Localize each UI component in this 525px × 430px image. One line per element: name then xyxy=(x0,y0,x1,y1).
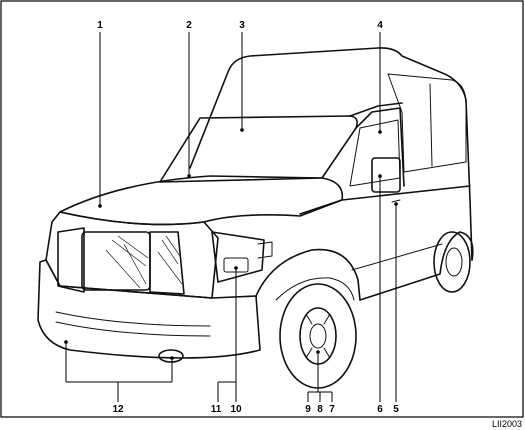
callout-8: 8 xyxy=(317,404,323,415)
callout-9: 9 xyxy=(305,404,311,415)
van-illustration xyxy=(37,47,474,389)
callout-11: 11 xyxy=(211,404,222,415)
callout-6: 6 xyxy=(377,404,383,415)
callout-3: 3 xyxy=(239,20,245,31)
callout-4: 4 xyxy=(377,20,383,31)
callout-5: 5 xyxy=(393,404,399,415)
fog-lamp xyxy=(158,349,184,363)
callout-10: 10 xyxy=(230,404,242,415)
rear-wheel xyxy=(433,231,471,293)
headlamp xyxy=(211,231,265,283)
callouts: 1 2 3 4 5 6 7 8 9 10 11 12 xyxy=(64,20,399,415)
side-mirror xyxy=(371,157,401,193)
diagram-frame xyxy=(0,0,524,418)
figure-code: LII2003 xyxy=(492,419,522,429)
callout-2: 2 xyxy=(186,20,192,31)
callout-7: 7 xyxy=(329,404,335,415)
callout-1: 1 xyxy=(97,20,103,31)
callout-12: 12 xyxy=(112,404,124,415)
